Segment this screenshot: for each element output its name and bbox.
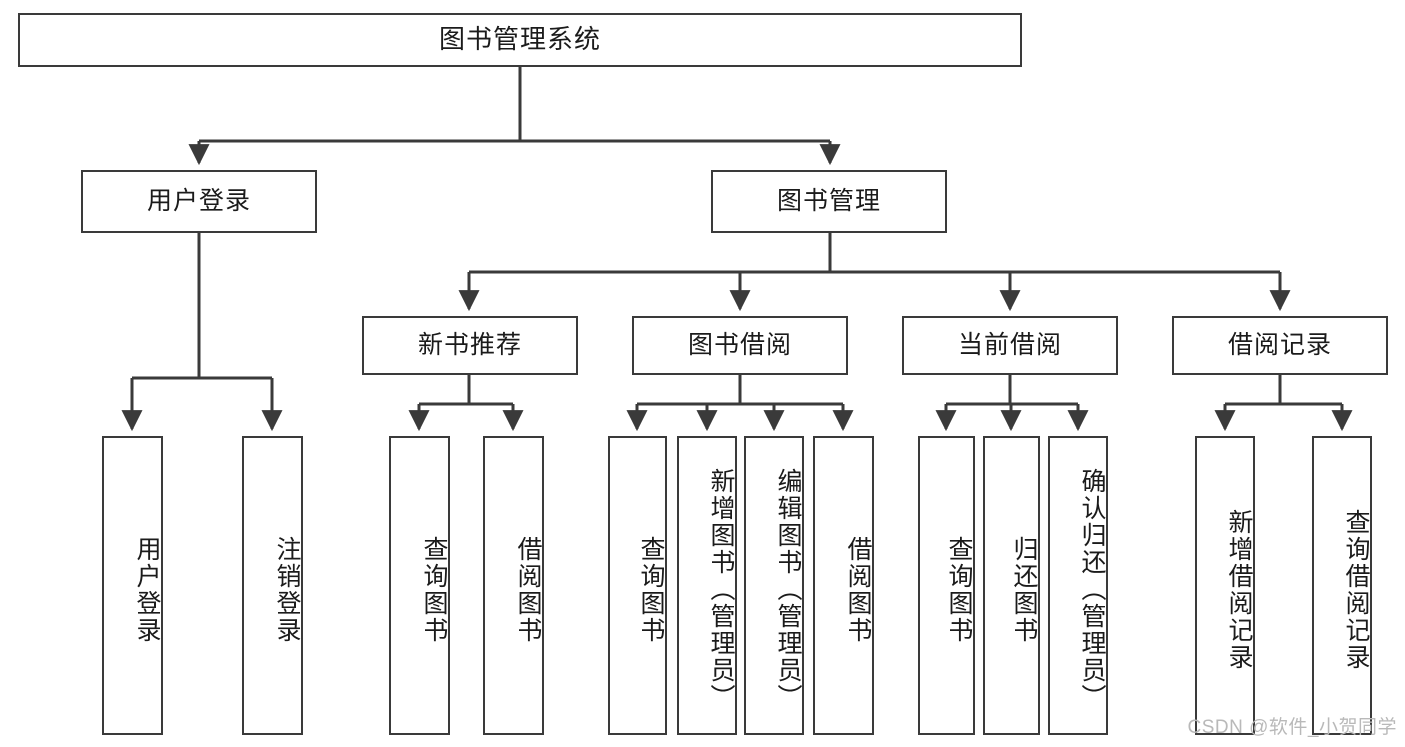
leaf-borrow-book[interactable]: 借阅图书 xyxy=(813,436,874,735)
leaf-logout[interactable]: 注销登录 xyxy=(242,436,303,735)
node-user-login-label: 用户登录 xyxy=(146,187,251,216)
leaf-logout-label: 注销登录 xyxy=(273,535,301,644)
leaf-edit-book-admin-label: 编辑图书（管理员） xyxy=(774,468,802,711)
leaf-query-book-borrow-label: 查询图书 xyxy=(637,535,665,644)
node-book-management[interactable]: 图书管理 xyxy=(711,170,947,233)
watermark: CSDN @软件_小贺同学 xyxy=(1187,717,1397,738)
leaf-query-book-recommend[interactable]: 查询图书 xyxy=(389,436,450,735)
leaf-borrow-book-recommend-label: 借阅图书 xyxy=(514,535,542,644)
leaf-add-borrow-record[interactable]: 新增借阅记录 xyxy=(1195,436,1255,735)
node-root-label: 图书管理系统 xyxy=(438,24,601,55)
leaf-query-borrow-record-label: 查询借阅记录 xyxy=(1342,508,1370,671)
leaf-user-login-label: 用户登录 xyxy=(133,535,161,644)
node-new-book-recommend[interactable]: 新书推荐 xyxy=(362,316,578,375)
leaf-borrow-book-label: 借阅图书 xyxy=(844,535,872,644)
leaf-edit-book-admin[interactable]: 编辑图书（管理员） xyxy=(744,436,804,735)
node-root[interactable]: 图书管理系统 xyxy=(18,13,1022,67)
node-new-book-recommend-label: 新书推荐 xyxy=(417,331,522,360)
node-borrow-records-label: 借阅记录 xyxy=(1227,331,1332,360)
node-current-borrow[interactable]: 当前借阅 xyxy=(902,316,1118,375)
leaf-query-book-current-label: 查询图书 xyxy=(945,535,973,644)
leaf-query-book-recommend-label: 查询图书 xyxy=(420,535,448,644)
node-book-management-label: 图书管理 xyxy=(776,187,881,216)
leaf-query-book-borrow[interactable]: 查询图书 xyxy=(608,436,667,735)
leaf-return-book-label: 归还图书 xyxy=(1010,535,1038,644)
leaf-add-book-admin-label: 新增图书（管理员） xyxy=(707,468,735,711)
node-user-login[interactable]: 用户登录 xyxy=(81,170,317,233)
leaf-borrow-book-recommend[interactable]: 借阅图书 xyxy=(483,436,544,735)
node-current-borrow-label: 当前借阅 xyxy=(957,331,1062,360)
leaf-add-borrow-record-label: 新增借阅记录 xyxy=(1225,508,1253,671)
node-book-borrow[interactable]: 图书借阅 xyxy=(632,316,848,375)
leaf-user-login[interactable]: 用户登录 xyxy=(102,436,163,735)
leaf-return-book[interactable]: 归还图书 xyxy=(983,436,1040,735)
leaf-confirm-return-admin[interactable]: 确认归还（管理员） xyxy=(1048,436,1108,735)
node-borrow-records[interactable]: 借阅记录 xyxy=(1172,316,1388,375)
leaf-add-book-admin[interactable]: 新增图书（管理员） xyxy=(677,436,737,735)
node-book-borrow-label: 图书借阅 xyxy=(687,331,792,360)
leaf-confirm-return-admin-label: 确认归还（管理员） xyxy=(1078,468,1106,711)
leaf-query-borrow-record[interactable]: 查询借阅记录 xyxy=(1312,436,1372,735)
leaf-query-book-current[interactable]: 查询图书 xyxy=(918,436,975,735)
